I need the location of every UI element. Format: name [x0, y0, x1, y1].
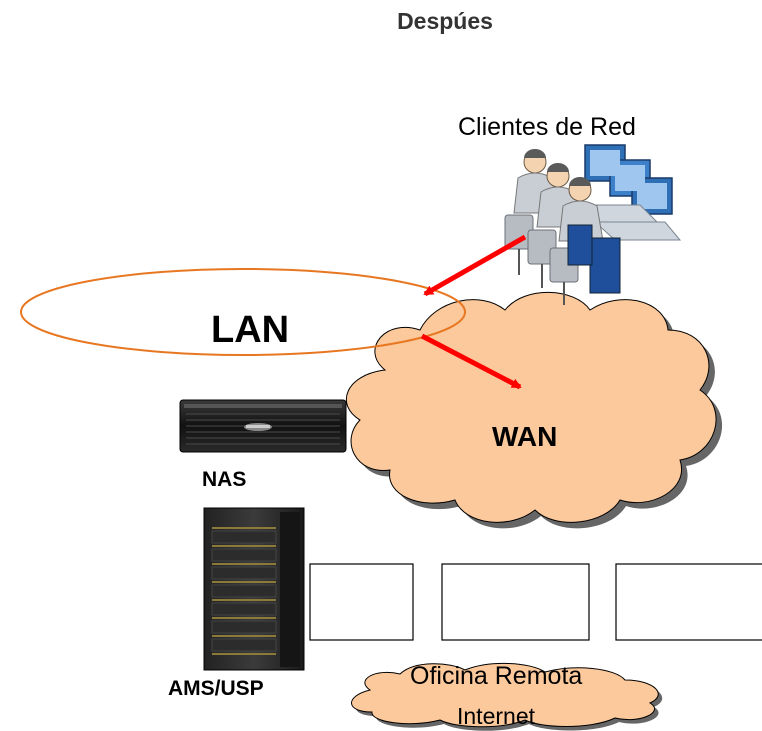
clients-label: Clientes de Red [458, 113, 636, 141]
wan-cloud [345, 291, 723, 529]
office-box-1 [309, 563, 414, 641]
internet-cloud-body [351, 663, 659, 728]
storage-label: AMS/USP [168, 677, 264, 700]
office-box-3 [615, 563, 762, 641]
wan-cloud-body [345, 291, 717, 523]
remote-office-label: Oficina Remota [410, 662, 583, 690]
nas-device-icon [179, 399, 347, 453]
lan-label: LAN [211, 309, 290, 351]
storage-rack-icon [203, 507, 305, 671]
nas-label: NAS [202, 468, 247, 491]
arrow-clients-to-lan [423, 234, 527, 297]
internet-label: Internet [457, 703, 535, 729]
wan-label: WAN [492, 421, 558, 452]
network-clients-icon [504, 144, 682, 305]
internet-cloud [351, 663, 663, 731]
diagram-title: Despúes [397, 8, 493, 34]
arrow-lan-to-wan [420, 333, 522, 390]
office-box-2 [441, 563, 590, 641]
remote-office-boxes [309, 563, 762, 641]
lan-ellipse [20, 268, 466, 356]
